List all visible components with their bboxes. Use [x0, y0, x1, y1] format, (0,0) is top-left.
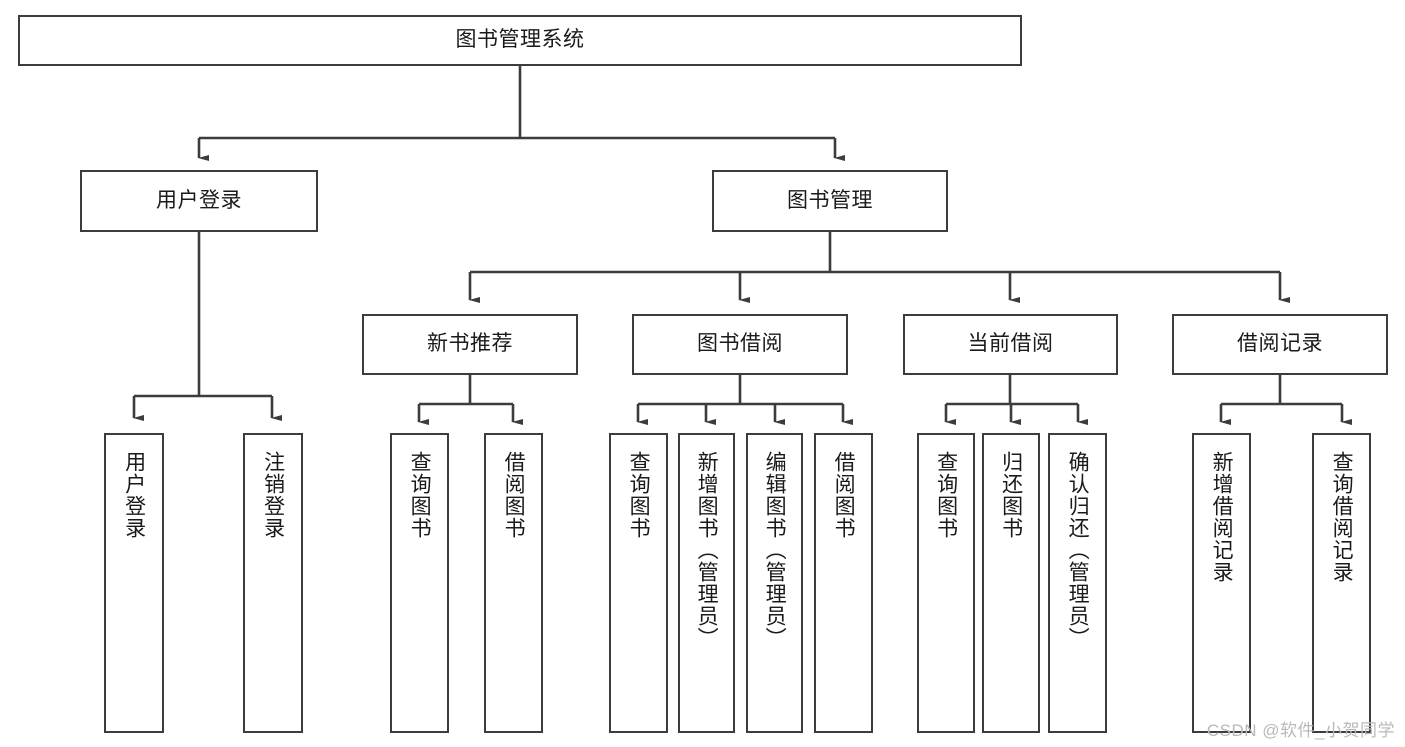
- leaf-book-borrow-3-label: 借阅图书: [832, 451, 856, 539]
- node-root[interactable]: 图书管理系统: [18, 15, 1022, 66]
- leaf-book-borrow-2[interactable]: 编辑图书（管理员）: [746, 433, 803, 733]
- leaf-current-borrow-0[interactable]: 查询图书: [917, 433, 975, 733]
- leaf-current-borrow-2[interactable]: 确认归还（管理员）: [1048, 433, 1107, 733]
- node-root-label: 图书管理系统: [455, 28, 585, 52]
- leaf-current-borrow-2-label: 确认归还（管理员）: [1066, 451, 1090, 649]
- leaf-book-borrow-1[interactable]: 新增图书（管理员）: [678, 433, 735, 733]
- node-current-borrow-label: 当前借阅: [967, 332, 1054, 356]
- node-new-book-recommend-label: 新书推荐: [427, 332, 513, 356]
- leaf-book-borrow-0[interactable]: 查询图书: [609, 433, 668, 733]
- leaf-borrow-record-1-label: 查询借阅记录: [1330, 451, 1354, 583]
- leaf-current-borrow-1[interactable]: 归还图书: [982, 433, 1040, 733]
- node-book-borrow-label: 图书借阅: [697, 332, 783, 356]
- leaf-user-login-0-label: 用户登录: [122, 451, 146, 539]
- node-book-manage[interactable]: 图书管理: [712, 170, 948, 232]
- leaf-user-login-1-label: 注销登录: [261, 451, 285, 539]
- node-borrow-record-label: 借阅记录: [1237, 332, 1323, 356]
- leaf-book-borrow-2-label: 编辑图书（管理员）: [763, 451, 787, 649]
- leaf-user-login-0[interactable]: 用户登录: [104, 433, 164, 733]
- leaf-book-borrow-1-label: 新增图书（管理员）: [695, 451, 719, 649]
- node-book-manage-label: 图书管理: [787, 188, 873, 212]
- leaf-book-borrow-3[interactable]: 借阅图书: [814, 433, 873, 733]
- leaf-current-borrow-1-label: 归还图书: [999, 451, 1023, 539]
- leaf-new-book-1[interactable]: 借阅图书: [484, 433, 543, 733]
- node-user-login-label: 用户登录: [156, 188, 242, 212]
- leaf-new-book-1-label: 借阅图书: [502, 451, 526, 539]
- node-book-borrow[interactable]: 图书借阅: [632, 314, 848, 375]
- node-new-book-recommend[interactable]: 新书推荐: [362, 314, 578, 375]
- leaf-borrow-record-1[interactable]: 查询借阅记录: [1312, 433, 1371, 733]
- node-user-login[interactable]: 用户登录: [80, 170, 318, 232]
- leaf-user-login-1[interactable]: 注销登录: [243, 433, 303, 733]
- leaf-borrow-record-0-label: 新增借阅记录: [1210, 451, 1234, 583]
- leaf-new-book-0-label: 查询图书: [408, 451, 432, 539]
- leaf-book-borrow-0-label: 查询图书: [627, 451, 651, 539]
- leaf-current-borrow-0-label: 查询图书: [934, 451, 958, 539]
- csdn-watermark: CSDN @软件_小贺同学: [1206, 721, 1395, 740]
- leaf-borrow-record-0[interactable]: 新增借阅记录: [1192, 433, 1251, 733]
- node-current-borrow[interactable]: 当前借阅: [903, 314, 1118, 375]
- leaf-new-book-0[interactable]: 查询图书: [390, 433, 449, 733]
- node-borrow-record[interactable]: 借阅记录: [1172, 314, 1388, 375]
